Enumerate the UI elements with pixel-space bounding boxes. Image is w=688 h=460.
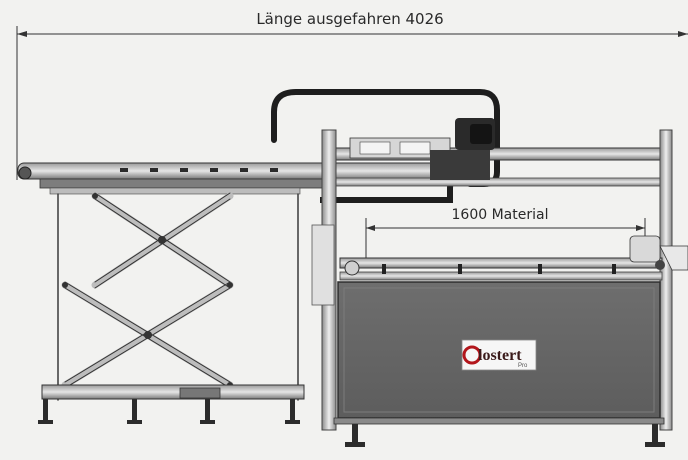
scissor-lift bbox=[41, 192, 305, 401]
extended-rail bbox=[17, 162, 479, 195]
overall-length-label: Länge ausgefahren 4026 bbox=[256, 10, 443, 28]
support-feet bbox=[38, 399, 665, 447]
brand-logo: lostert Pro bbox=[461, 339, 537, 371]
logo-sub-text: Pro bbox=[518, 363, 528, 369]
material-width-dimension: 1600 Material bbox=[365, 207, 646, 262]
gantry-posts bbox=[311, 129, 673, 431]
overall-length-dimension: Länge ausgefahren 4026 bbox=[16, 10, 688, 180]
feed-roller bbox=[339, 235, 688, 281]
logo-brand-text: lostert bbox=[478, 347, 522, 364]
material-width-label: 1600 Material bbox=[452, 207, 549, 223]
